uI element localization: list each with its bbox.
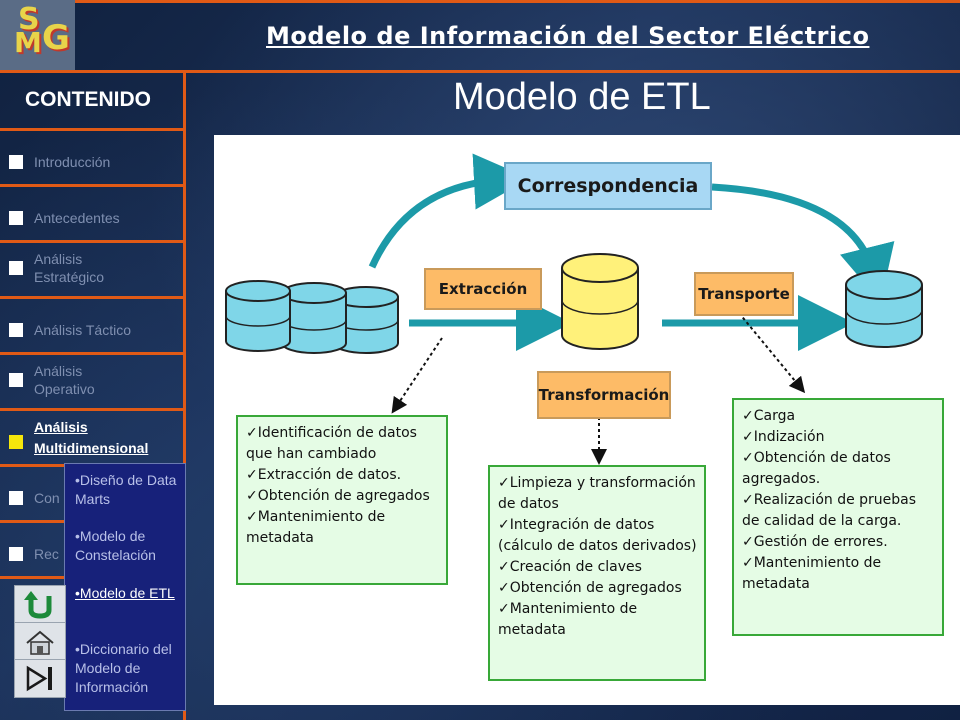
task-item: ✓Realización de pruebas de calidad de la… xyxy=(742,492,917,529)
logo-letter-g: G xyxy=(42,18,70,58)
nav-label: Introducción xyxy=(34,154,111,170)
correspondencia-box: Correspondencia xyxy=(504,162,712,210)
logo: S M G xyxy=(0,0,75,70)
task-item: ✓Gestión de errores. xyxy=(742,534,888,550)
load-tasks-box: ✓Carga ✓Indización ✓Obtención de datos a… xyxy=(732,398,944,636)
submenu-item-modelo-etl[interactable]: •Modelo de ETL xyxy=(75,585,175,601)
task-item: ✓Identificación de datos que han cambiad… xyxy=(246,425,417,462)
task-item: ✓Limpieza y transformación de datos xyxy=(498,475,696,512)
nav-label: Antecedentes xyxy=(34,210,120,226)
task-item: ✓Indización xyxy=(742,429,825,445)
slide-title: Modelo de ETL xyxy=(453,76,711,118)
top-rule xyxy=(75,0,960,3)
task-item: ✓Integración de datos (cálculo de datos … xyxy=(498,517,697,554)
sidebar-heading: CONTENIDO xyxy=(25,88,151,111)
task-item: ✓Creación de claves xyxy=(498,559,642,575)
arrow-to-correspondencia xyxy=(368,153,530,269)
checkbox-icon xyxy=(9,491,23,505)
nav-label: Análisis Táctico xyxy=(34,322,132,338)
nav-item-analisis-estrategico[interactable]: Análisis Estratégico xyxy=(0,240,183,296)
skip-end-icon xyxy=(26,665,52,692)
nav-label: Rec xyxy=(34,546,59,562)
checkbox-icon xyxy=(9,211,23,225)
transformacion-box: Transformación xyxy=(537,371,671,419)
staging-database-icon xyxy=(561,253,639,350)
dotted-arrow-left xyxy=(391,337,443,414)
task-item: ✓Obtención de agregados xyxy=(498,580,682,596)
checkbox-icon xyxy=(9,373,23,387)
transformation-tasks-box: ✓Limpieza y transformación de datos ✓Int… xyxy=(488,465,706,681)
submenu-item-diseno-data-marts[interactable]: •Diseño de Data Marts xyxy=(75,472,177,507)
nav-label: Análisis Multidimensional xyxy=(34,419,149,456)
task-item: ✓Mantenimiento de metadata xyxy=(498,601,638,638)
dotted-arrow-right xyxy=(738,312,806,394)
nav-label: Con xyxy=(34,490,60,506)
submenu-item-modelo-constelacion[interactable]: •Modelo de Constelación xyxy=(75,528,156,563)
home-icon xyxy=(26,630,54,655)
nav-item-introduccion[interactable]: Introducción xyxy=(0,128,183,184)
arrow-from-correspondencia xyxy=(711,183,895,303)
checkbox-icon xyxy=(9,155,23,169)
source-database-icon xyxy=(225,280,399,354)
nav-item-antecedentes[interactable]: Antecedentes xyxy=(0,184,183,240)
logo-letter-s: S xyxy=(18,2,40,37)
sidebar-rule xyxy=(183,70,186,720)
nav-item-analisis-multidimensional[interactable]: Análisis Multidimensional xyxy=(0,408,183,464)
target-database-icon xyxy=(845,270,923,348)
nav-item-analisis-operativo[interactable]: Análisis Operativo xyxy=(0,352,183,408)
extraction-tasks-box: ✓Identificación de datos que han cambiad… xyxy=(236,415,448,585)
checkbox-icon xyxy=(9,435,23,449)
task-item: ✓Obtención de datos agregados. xyxy=(742,450,891,487)
back-button[interactable] xyxy=(14,585,66,624)
task-item: ✓Carga xyxy=(742,408,796,424)
nav-label: Análisis Estratégico xyxy=(34,251,105,285)
logo-letter-m: M xyxy=(14,26,42,59)
return-arrow-icon xyxy=(24,591,52,619)
task-item: ✓Mantenimiento de metadata xyxy=(742,555,882,592)
checkbox-icon xyxy=(9,547,23,561)
transporte-box: Transporte xyxy=(694,272,794,316)
submenu: •Diseño de Data Marts •Modelo de Constel… xyxy=(64,463,186,711)
page-title: Modelo de Información del Sector Eléctri… xyxy=(266,22,870,50)
header-rule xyxy=(0,70,960,73)
nav-label: Análisis Operativo xyxy=(34,363,95,397)
checkbox-icon xyxy=(9,323,23,337)
etl-diagram: Correspondencia Extracción Transporte Tr… xyxy=(214,135,960,705)
home-button[interactable] xyxy=(14,622,66,661)
nav-item-analisis-tactico[interactable]: Análisis Táctico xyxy=(0,296,183,352)
submenu-item-diccionario[interactable]: •Diccionario del Modelo de Información xyxy=(75,641,172,695)
task-item: ✓Mantenimiento de metadata xyxy=(246,509,386,546)
end-button[interactable] xyxy=(14,659,66,698)
checkbox-icon xyxy=(9,261,23,275)
task-item: ✓Extracción de datos. xyxy=(246,467,402,483)
diagram-graphics xyxy=(225,153,923,465)
task-item: ✓Obtención de agregados xyxy=(246,488,430,504)
extraccion-box: Extracción xyxy=(424,268,542,310)
